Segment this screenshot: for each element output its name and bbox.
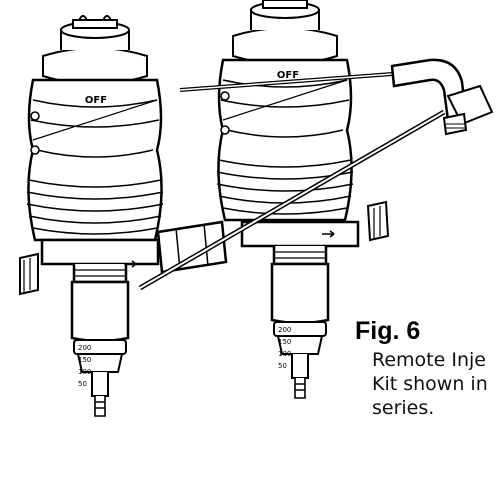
left-scale: 200 150 100 50: [78, 344, 91, 388]
left-scale-mark: 50: [78, 380, 87, 388]
right-scale-mark: 100: [278, 350, 291, 358]
figure-title: Fig. 6: [355, 317, 421, 345]
right-dispenser: OFF 200 150 100 50: [215, 0, 390, 400]
left-scale-mark: 150: [78, 356, 91, 364]
left-dispenser-base: [40, 238, 160, 418]
caption-line: Kit shown in: [372, 373, 488, 395]
caption-line: Remote Inje: [372, 349, 486, 371]
remote-injection-elbow: [390, 58, 494, 136]
right-flow-arrow-icon: [322, 230, 335, 238]
right-scale-mark: 50: [278, 362, 287, 370]
right-dispenser-base: [240, 220, 360, 400]
series-connector: [156, 220, 228, 274]
remote-injection-tube: [138, 72, 446, 291]
left-dispenser-cap: [42, 15, 148, 85]
right-dispenser-dial-label: OFF: [277, 70, 299, 81]
left-scale-mark: 200: [78, 344, 91, 352]
right-outlet-fitting: [366, 200, 390, 242]
left-dispenser-dial-label: OFF: [85, 95, 107, 106]
caption-line: series.: [372, 397, 435, 419]
left-scale-mark: 100: [78, 368, 91, 376]
right-dispenser-cap: [232, 0, 338, 65]
left-flow-arrow-icon: [124, 260, 137, 268]
right-scale-mark: 150: [278, 338, 291, 346]
left-inlet-fitting: [19, 252, 39, 296]
figure-caption: Remote Inje Kit shown in series.: [372, 348, 500, 420]
left-dispenser: OFF 200 150 100 50: [19, 15, 165, 418]
right-scale-mark: 200: [278, 326, 291, 334]
right-scale: 200 150 100 50: [278, 326, 291, 370]
